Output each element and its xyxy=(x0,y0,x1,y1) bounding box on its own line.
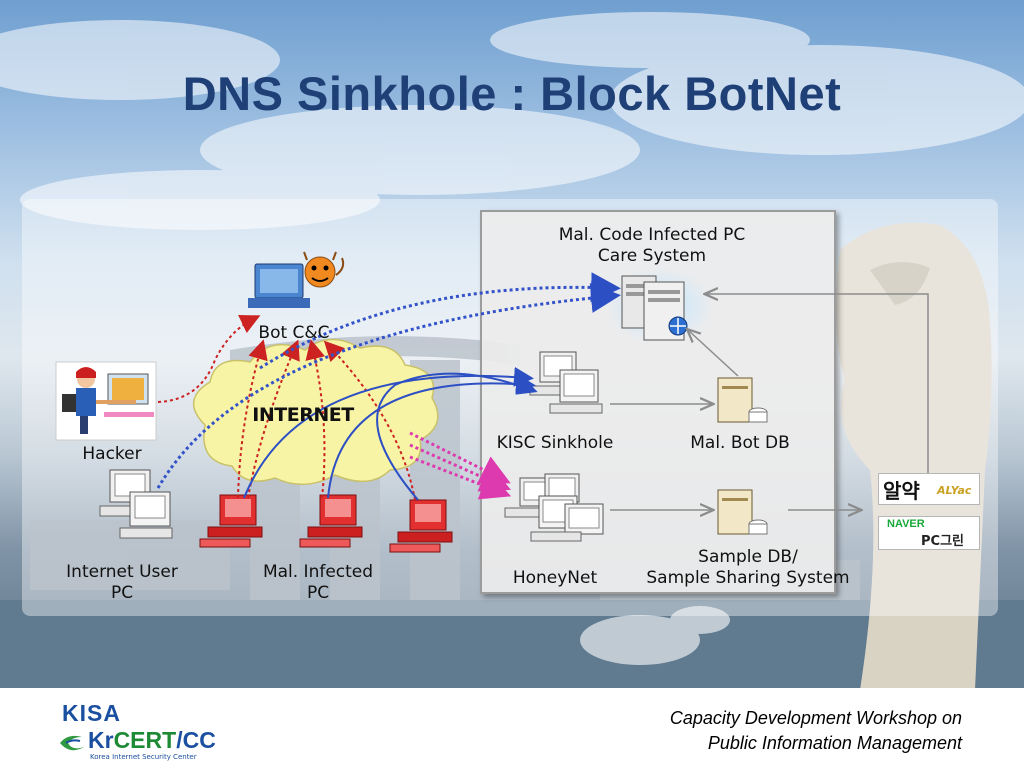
infected-pc-icon-3 xyxy=(389,499,453,553)
mal-infected-pc-label: Mal. Infected PC xyxy=(238,562,398,604)
mal-infected-pc-label-line2: PC xyxy=(306,583,330,603)
internet-user-pc-label-line1: Internet User xyxy=(66,562,178,582)
krcert-wordmark: KrCERT/CC xyxy=(88,727,216,754)
sample-db-label-line1: Sample DB/ xyxy=(698,547,798,567)
cert-text: CERT xyxy=(113,727,177,753)
mal-bot-db-label: Mal. Bot DB xyxy=(690,433,790,453)
sample-db-label-line2: Sample Sharing System xyxy=(646,568,850,588)
attack-arrows xyxy=(157,315,416,501)
internet-label: INTERNET xyxy=(252,404,354,426)
hacker-icon xyxy=(55,361,157,441)
krcert-subtitle: Korea Internet Security Center xyxy=(90,753,197,761)
naver-text: NAVER xyxy=(887,518,925,530)
honeynet-arrows xyxy=(409,431,512,500)
workshop-caption-line2: Public Information Management xyxy=(707,733,962,753)
sky-clouds xyxy=(0,12,1024,230)
sample-db-label: Sample DB/ Sample Sharing System xyxy=(640,547,856,589)
mal-infected-pc-label-line1: Mal. Infected xyxy=(262,562,374,582)
workshop-caption: Capacity Development Workshop on Public … xyxy=(670,706,962,756)
slide-title: DNS Sinkhole : Block BotNet xyxy=(182,67,842,120)
mal-bot-db-icon xyxy=(717,377,768,423)
kisc-sinkhole-pc-icon xyxy=(529,351,603,414)
honeynet-pc-icon xyxy=(504,473,604,542)
infected-pc-icon-1 xyxy=(199,494,263,548)
alyac-brand-text: ALYac xyxy=(937,484,972,497)
krcert-swirl-icon xyxy=(60,735,84,751)
sample-db-icon xyxy=(717,489,768,535)
slide-background: DNS Sinkhole : Block BotNet xyxy=(0,0,1024,688)
cc-text: /CC xyxy=(176,727,216,753)
care-system-label: Mal. Code Infected PC Care System xyxy=(532,225,772,267)
bay-water xyxy=(0,600,1024,688)
workshop-caption-line1: Capacity Development Workshop on xyxy=(669,708,962,728)
pc-green-text: PC그린 xyxy=(921,534,964,549)
honeynet-label: HoneyNet xyxy=(512,568,598,588)
care-system-label-line1: Mal. Code Infected PC xyxy=(558,225,746,245)
hacker-label: Hacker xyxy=(82,444,142,464)
botnet-diagram xyxy=(55,251,929,553)
bot-cc-icon xyxy=(248,251,345,308)
care-system-server-icon xyxy=(605,268,715,344)
care-system-label-line2: Care System xyxy=(597,246,707,266)
internet-user-pc-label: Internet User PC xyxy=(42,562,202,604)
infected-pc-icon-2 xyxy=(299,494,363,548)
alyac-logo: 알약 ALYac xyxy=(878,473,980,505)
kisa-krcert-logo: KISA KrCERT/CC Korea Internet Security C… xyxy=(58,700,248,764)
fountain-spray xyxy=(580,606,730,665)
care-notification-arrows xyxy=(156,272,621,489)
alyac-korean-text: 알약 xyxy=(883,479,920,503)
kisc-sinkhole-label: KISC Sinkhole xyxy=(496,433,614,453)
kr-text: Kr xyxy=(88,727,114,753)
internet-user-pc-label-line2: PC xyxy=(110,583,134,603)
sinkhole-redirect-arrows xyxy=(243,366,538,501)
naver-pc-green-logo: NAVER PC그린 xyxy=(878,516,980,550)
internal-flow-arrows xyxy=(610,294,929,510)
bot-cc-label: Bot C&C xyxy=(258,323,330,343)
internet-user-pc-icon xyxy=(99,469,173,539)
kisa-logo-text: KISA xyxy=(62,700,121,726)
